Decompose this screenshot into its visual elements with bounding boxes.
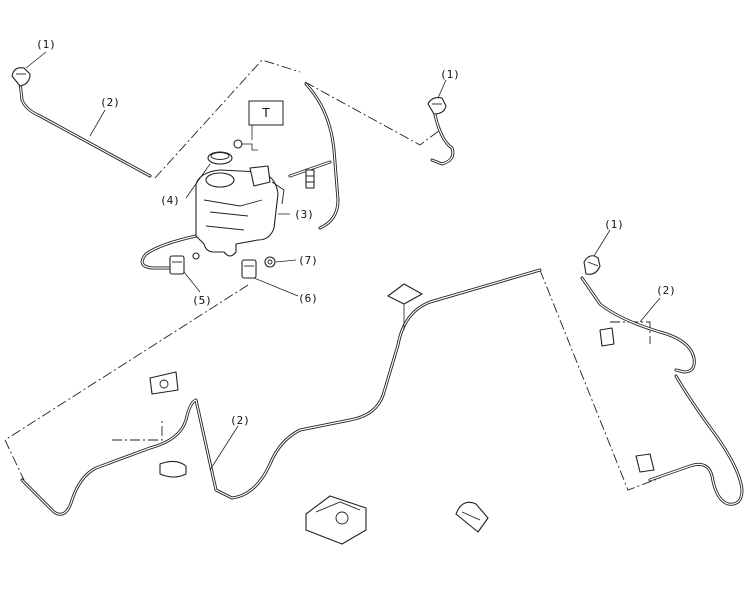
label-grommet: (7) (298, 254, 318, 267)
washer-motor-rear-part (241, 259, 257, 279)
nozzle-left-part (11, 67, 31, 87)
tank-cap-part (207, 151, 233, 165)
part-labels: (1) (2) (1) (3) (4) (5) (6) (7) (1) (2) … (36, 38, 676, 427)
bolt-part (233, 139, 258, 151)
label-nozzle-left: (1) (36, 38, 56, 51)
leader-lines (25, 51, 661, 471)
label-motor-rear: (6) (298, 292, 318, 305)
hose-tank-to-motor (140, 234, 198, 270)
nozzle-right-part (583, 255, 601, 275)
label-hose-left: (2) (100, 96, 120, 109)
label-hose-right: (2) (656, 284, 676, 297)
hose-lower-main (20, 268, 542, 516)
label-tank: (3) (294, 208, 314, 221)
label-motor-front: (5) (192, 294, 212, 307)
nozzle-center-part (427, 97, 447, 115)
label-nozzle-center: (1) (440, 68, 460, 81)
torque-spec-label: T (261, 106, 270, 120)
washer-motor-front-part (169, 252, 200, 275)
label-hose-lower: (2) (230, 414, 250, 427)
chain-lines (4, 59, 661, 491)
diamond-marker (387, 283, 423, 330)
grommet-part (264, 256, 276, 268)
clip-parts (149, 169, 655, 478)
detail-clip-large (305, 495, 367, 545)
hose-right-main (580, 276, 744, 506)
washer-tank-part (195, 165, 285, 257)
hose-center-upper (288, 82, 455, 230)
label-cap: (4) (160, 194, 180, 207)
label-nozzle-right: (1) (604, 218, 624, 231)
hose-left-upper (18, 80, 152, 178)
torque-spec-box: T (248, 100, 284, 140)
detail-clip-small (455, 501, 489, 533)
